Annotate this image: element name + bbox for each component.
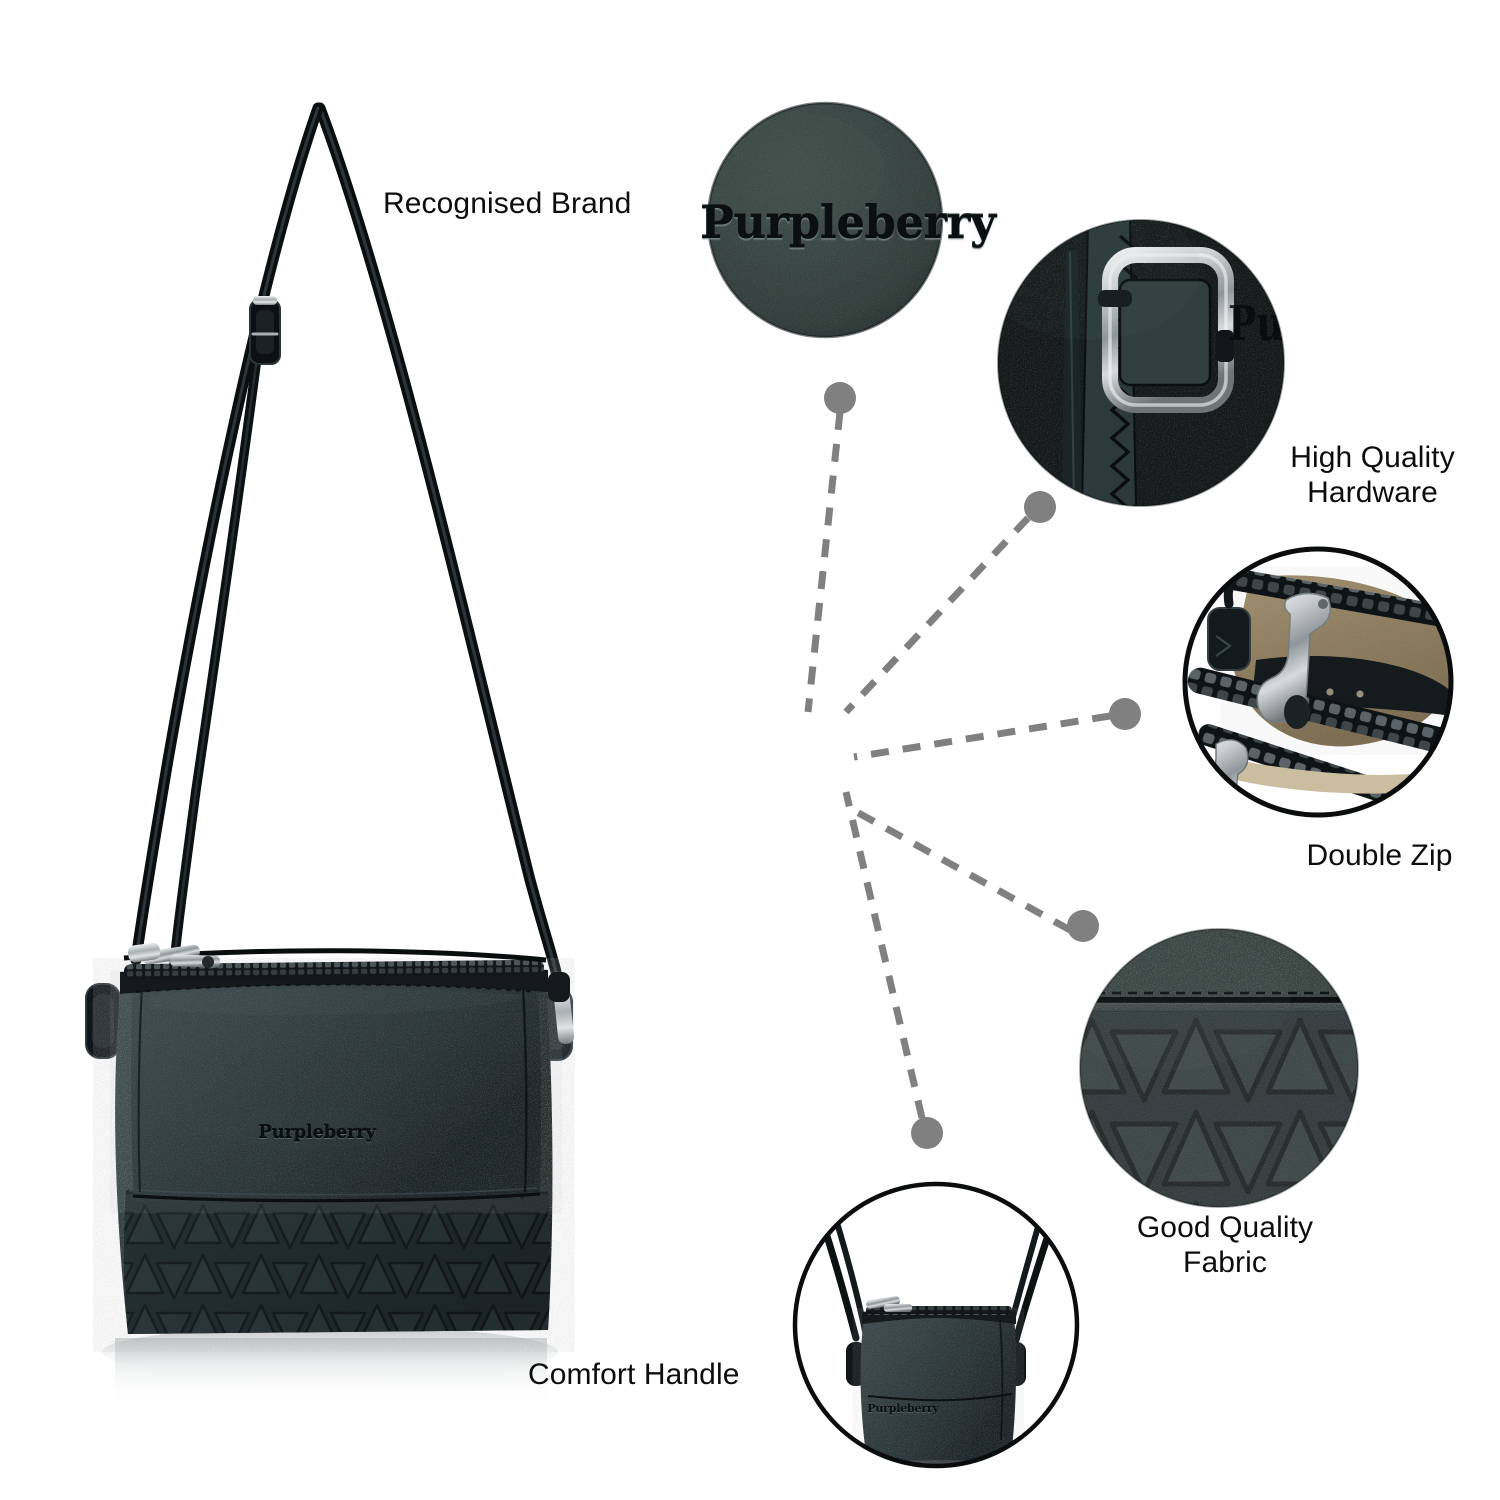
strap-adjuster-buckle	[249, 296, 281, 365]
strap-side-tab-left	[85, 983, 121, 1059]
bag-zipper-pull-right	[548, 972, 575, 1044]
detail-circle-zip-outline	[1182, 546, 1454, 818]
connector-line-zip	[853, 712, 1111, 761]
bag-main-zipper-tape	[124, 959, 544, 980]
svg-text:Purp: Purp	[1228, 297, 1330, 352]
bag-strap-right	[314, 102, 562, 978]
bag-zipper-pull-left	[127, 942, 221, 968]
handle-circle-zipper-pull	[866, 1296, 912, 1312]
callout-label-comfort-handle: Comfort Handle	[528, 1358, 740, 1391]
connector-dot-brand	[824, 382, 856, 414]
connector-dot-zip	[1109, 698, 1141, 730]
detail-circle-brand-outline	[706, 101, 944, 339]
callout-label-recognised-brand: Recognised Brand	[383, 187, 632, 220]
zipper-slider-secondary	[1195, 739, 1249, 815]
detail-circle-brand	[708, 103, 942, 337]
silver-square-buckle	[1098, 247, 1234, 413]
zipper-slider-main	[1256, 592, 1332, 729]
brand-wordmark-mini: Purpleberry	[867, 1402, 939, 1415]
connector-line-fabric	[844, 802, 1072, 934]
brand-wordmark-bag: Purpleberry	[258, 1122, 376, 1143]
callout-label-double-zip: Double Zip	[1306, 839, 1453, 872]
connector-dot-hardware	[1024, 491, 1056, 523]
bag-quilt-panel	[123, 1186, 551, 1334]
brand-wordmark-large: Purpleberry	[700, 196, 996, 249]
bag-strap-tail	[169, 313, 267, 971]
main-bag-illustration	[85, 102, 575, 1408]
bag-body	[115, 976, 553, 1334]
detail-circle-handle-outline	[792, 1181, 1080, 1469]
bag-top-gusset	[120, 962, 548, 994]
brand-emboss-on-bag: Purpleberry	[252, 1122, 382, 1143]
bag-strap-left-outer	[130, 102, 324, 966]
connector-line-hardware	[843, 515, 1031, 715]
connector-dots	[824, 382, 1141, 1149]
connector-line-brand	[804, 411, 844, 713]
callout-label-good-quality-fabric: Good Quality Fabric	[1136, 1211, 1314, 1280]
detail-circle-zip	[1185, 549, 1451, 815]
brand-emboss-detail: Purpleberry	[700, 196, 996, 249]
connector-dot-fabric	[1067, 910, 1099, 942]
bag-ground-shadow	[102, 1326, 558, 1378]
detail-circle-fabric-outline	[1079, 928, 1359, 1208]
bag-front-flap	[130, 982, 542, 1203]
connector-lines	[804, 411, 1111, 1119]
callout-label-high-quality-hardware: High Quality Hardware	[1290, 441, 1455, 510]
connector-line-handle	[842, 791, 926, 1119]
strap-side-tab-right	[537, 987, 573, 1061]
brand-emboss-mini-bag: Purpleberry	[858, 1399, 948, 1417]
detail-circle-handle	[795, 1184, 1077, 1466]
zip-strap-tab	[1207, 567, 1251, 671]
connector-dot-handle	[911, 1117, 943, 1149]
detail-circle-hardware-outline	[997, 219, 1285, 507]
detail-circle-fabric	[1080, 929, 1358, 1207]
